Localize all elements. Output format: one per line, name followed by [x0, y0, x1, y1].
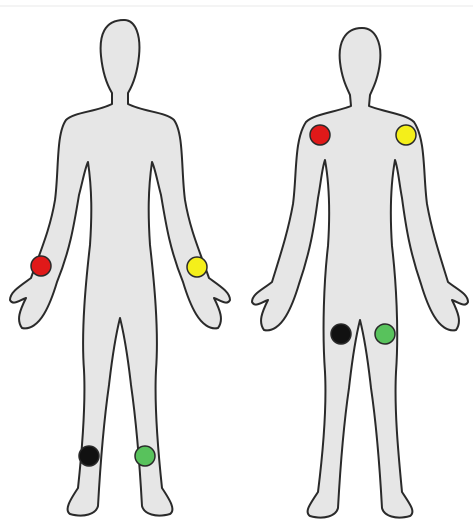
left-leg-electrode: [135, 446, 155, 466]
right-arm-electrode: [31, 256, 51, 276]
right-hip-electrode: [331, 324, 351, 344]
left-arm-electrode: [187, 257, 207, 277]
right-leg-electrode: [79, 446, 99, 466]
right-body-figure: [252, 28, 468, 518]
left-shoulder-electrode: [396, 125, 416, 145]
right-shoulder-electrode: [310, 125, 330, 145]
left-hip-electrode: [375, 324, 395, 344]
